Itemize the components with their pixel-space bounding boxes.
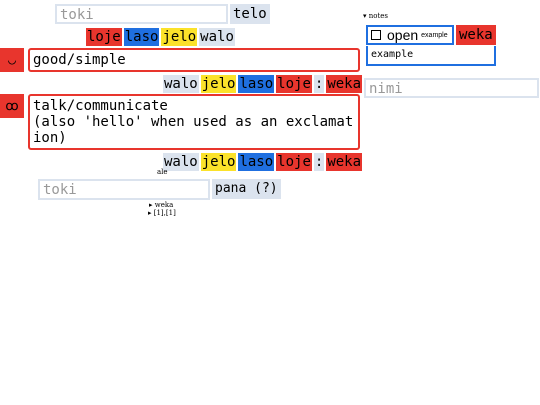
definition-talk[interactable]: talk/communicate (also 'hello' when used…: [28, 94, 360, 150]
notes-weka-button[interactable]: weka: [456, 25, 496, 45]
chip-laso[interactable]: laso: [123, 28, 160, 46]
chip-walo[interactable]: walo: [163, 153, 199, 171]
nimi-input[interactable]: nimi: [364, 78, 539, 98]
weka-button[interactable]: weka: [326, 75, 363, 93]
chip-jelo[interactable]: jelo: [200, 75, 237, 93]
smile-glyph-icon: ◡: [0, 48, 24, 72]
save-icon: [371, 30, 381, 40]
chip-loje[interactable]: loje: [276, 75, 312, 93]
notes-toggle[interactable]: ▾ notes: [363, 12, 389, 20]
tree-item-ref[interactable]: ▸ [1],[1]: [148, 209, 176, 217]
definition-good[interactable]: good/simple: [28, 48, 360, 72]
chip-jelo[interactable]: jelo: [161, 28, 198, 46]
open-sublabel: example: [421, 31, 448, 39]
chip-loje[interactable]: loje: [86, 28, 122, 46]
chip-jelo[interactable]: jelo: [200, 153, 237, 171]
chip-laso[interactable]: laso: [238, 153, 275, 171]
chip-laso[interactable]: laso: [238, 75, 275, 93]
word-input-placeholder: toki: [60, 7, 94, 23]
word-input[interactable]: toki: [55, 4, 228, 24]
tree-item-weka[interactable]: ▸ weka: [149, 201, 174, 209]
talk-glyph-icon: ꝏ: [0, 94, 24, 118]
nimi-placeholder: nimi: [369, 81, 403, 97]
weka-button[interactable]: weka: [326, 153, 363, 171]
separator: :: [313, 75, 325, 93]
open-label: open: [387, 27, 419, 43]
pana-button[interactable]: pana (?): [212, 179, 281, 199]
separator: :: [313, 153, 325, 171]
new-word-placeholder: toki: [43, 182, 77, 198]
telo-button[interactable]: telo: [230, 4, 270, 24]
new-word-input[interactable]: toki: [38, 179, 210, 200]
chip-walo[interactable]: walo: [199, 28, 235, 46]
example-field[interactable]: example: [366, 46, 496, 66]
chip-walo[interactable]: walo: [163, 75, 199, 93]
open-button[interactable]: open example: [366, 25, 454, 45]
entry-sublabel: ale: [157, 168, 168, 176]
chip-loje[interactable]: loje: [276, 153, 312, 171]
